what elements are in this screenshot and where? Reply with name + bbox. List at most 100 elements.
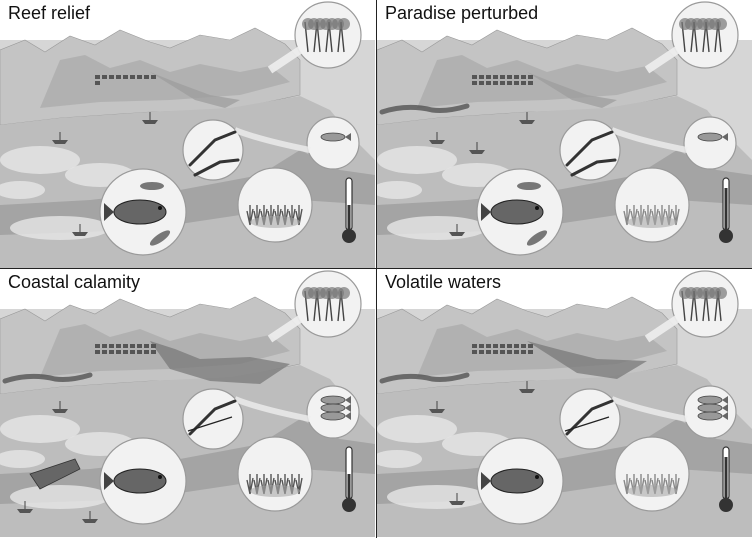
thermometer-level [725, 188, 728, 236]
grouper-eye [535, 206, 539, 210]
village-house [144, 75, 149, 79]
small-fish [517, 182, 541, 190]
village-house [486, 75, 491, 79]
village-house [507, 75, 512, 79]
village-house [486, 344, 491, 348]
panel-reef-relief: Reef relief [0, 0, 375, 268]
panel-title: Paradise perturbed [385, 3, 538, 24]
panel-divider-vertical [376, 0, 377, 538]
coral-base [627, 485, 677, 497]
village-house [137, 350, 142, 354]
reef-patch [387, 216, 487, 240]
village-house [528, 75, 533, 79]
village-house [102, 344, 107, 348]
village-house [137, 344, 142, 348]
village-house [514, 350, 519, 354]
village-house [116, 75, 121, 79]
village-house [521, 75, 526, 79]
fish [321, 133, 345, 141]
grouper [491, 200, 543, 224]
village-house [521, 81, 526, 85]
coral-base [627, 216, 677, 228]
coral-inset [238, 168, 312, 242]
mangrove-canopy [715, 287, 727, 299]
coral-inset [238, 437, 312, 511]
village-house [514, 81, 519, 85]
village-house [521, 344, 526, 348]
village-house [500, 75, 505, 79]
panel-title: Volatile waters [385, 272, 501, 293]
village-house [493, 344, 498, 348]
village-house [472, 344, 477, 348]
village-house [123, 75, 128, 79]
village-house [102, 350, 107, 354]
village-house [109, 75, 114, 79]
diver-inset [183, 389, 243, 449]
grouper [114, 469, 166, 493]
village-house [130, 344, 135, 348]
panel-title: Reef relief [8, 3, 90, 24]
coral-inset [615, 168, 689, 242]
reef-patch [387, 485, 487, 509]
village-house [493, 350, 498, 354]
coral-inset [615, 437, 689, 511]
village-house [116, 344, 121, 348]
mangrove-canopy [715, 18, 727, 30]
village-house [493, 81, 498, 85]
coral-base [250, 216, 300, 228]
village-house [116, 350, 121, 354]
village-house [486, 350, 491, 354]
scene-volatile-waters [377, 269, 752, 537]
village-house [130, 75, 135, 79]
thermometer-level [348, 474, 351, 505]
fish [698, 396, 722, 404]
village-house [95, 344, 100, 348]
village-house [109, 350, 114, 354]
village-house [472, 81, 477, 85]
fish [321, 412, 345, 420]
reef-patch [377, 415, 457, 443]
panel-title: Coastal calamity [8, 272, 140, 293]
village-house [479, 75, 484, 79]
diver-inset [183, 120, 243, 180]
village-house [109, 344, 114, 348]
reef-patch [0, 415, 80, 443]
grouper-eye [158, 475, 162, 479]
scene-paradise-perturbed [377, 0, 752, 268]
village-house [500, 344, 505, 348]
village-house [130, 350, 135, 354]
thermometer-level [725, 457, 728, 505]
village-house [151, 350, 156, 354]
village-house [507, 81, 512, 85]
grouper [491, 469, 543, 493]
village-house [123, 350, 128, 354]
grouper-eye [535, 475, 539, 479]
mangrove-canopy [338, 287, 350, 299]
fish [321, 404, 345, 412]
village-house [144, 350, 149, 354]
village-house [521, 350, 526, 354]
grouper [114, 200, 166, 224]
village-house [500, 350, 505, 354]
village-house [493, 75, 498, 79]
village-house [144, 344, 149, 348]
village-house [500, 81, 505, 85]
village-house [514, 75, 519, 79]
village-house [528, 81, 533, 85]
village-house [479, 350, 484, 354]
village-house [479, 344, 484, 348]
panel-coastal-calamity: Coastal calamity [0, 269, 375, 537]
village-house [123, 344, 128, 348]
village-house [95, 75, 100, 79]
reef-patch [0, 146, 80, 174]
village-house [528, 344, 533, 348]
thermometer-level [348, 205, 351, 236]
mangrove-canopy [338, 18, 350, 30]
scene-reef-relief [0, 0, 375, 268]
reef-patch [10, 216, 110, 240]
panel-divider-horizontal [0, 268, 752, 269]
village-house [102, 75, 107, 79]
diver-inset [560, 389, 620, 449]
scene-coastal-calamity [0, 269, 375, 537]
